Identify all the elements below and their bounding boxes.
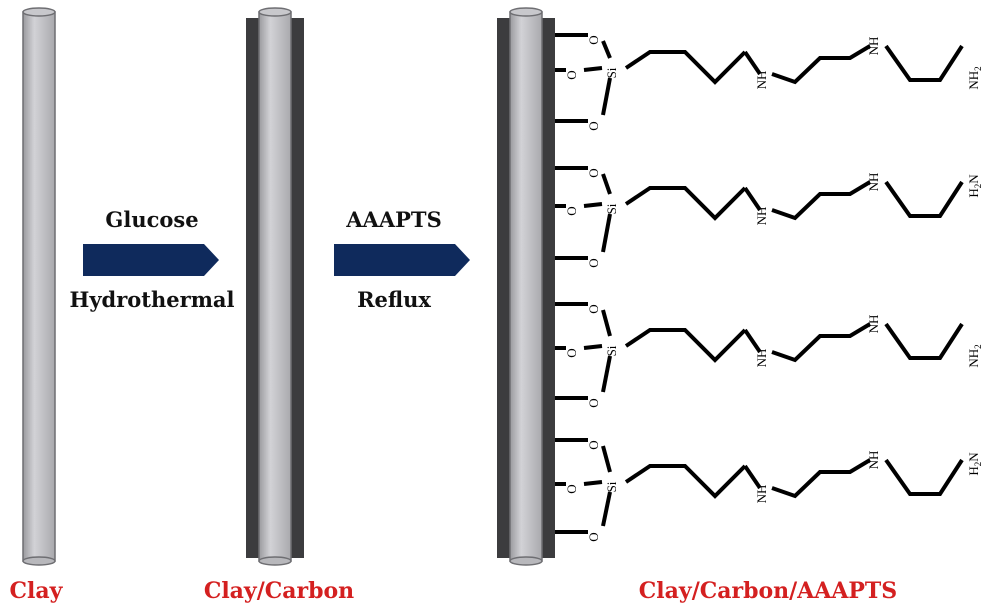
amine-atom: NH bbox=[754, 349, 769, 368]
oxygen-atom: O bbox=[564, 484, 579, 493]
stage-label-clay-carbon-aaapts: Clay/Carbon/AAAPTS bbox=[639, 578, 897, 604]
silicon-atom: Si bbox=[604, 345, 619, 356]
ethyl-chain bbox=[884, 458, 964, 496]
c-n-bond bbox=[743, 50, 762, 76]
propyl-chain bbox=[624, 328, 747, 363]
silane-chain-4: O O O Si NH NH H2N bbox=[555, 438, 983, 542]
o-si-bond bbox=[601, 213, 612, 253]
ethyl-chain bbox=[884, 322, 964, 360]
terminal-amine: H2N bbox=[966, 174, 983, 198]
c-n-bond bbox=[743, 186, 762, 212]
oxygen-atom: O bbox=[586, 440, 601, 449]
terminal-amine: NH2 bbox=[966, 66, 983, 89]
oxygen-atom: O bbox=[564, 348, 579, 357]
o-si-bond bbox=[601, 40, 612, 59]
ethyl-chain bbox=[771, 458, 872, 499]
oxygen-atom: O bbox=[586, 35, 601, 44]
oxygen-atom: O bbox=[564, 70, 579, 79]
clay-carbon-aaapts-rod bbox=[497, 7, 555, 566]
step-arrow-2 bbox=[334, 244, 470, 276]
step-2-reagent: AAAPTS bbox=[345, 207, 441, 232]
propyl-chain bbox=[624, 464, 747, 499]
step-1-reagent: Glucose bbox=[105, 207, 198, 232]
amine-atom: NH bbox=[754, 207, 769, 226]
ethyl-chain bbox=[884, 180, 964, 218]
o-si-bond bbox=[583, 66, 603, 72]
step-2-condition: Reflux bbox=[357, 287, 431, 312]
oxygen-atom: O bbox=[586, 168, 601, 177]
c-n-bond bbox=[743, 328, 762, 354]
terminal-amine: NH2 bbox=[966, 344, 983, 367]
stage-label-clay: Clay bbox=[10, 578, 64, 604]
ethyl-chain bbox=[771, 322, 872, 363]
oxygen-atom: O bbox=[586, 304, 601, 313]
amine-atom: NH bbox=[754, 485, 769, 504]
ethyl-chain bbox=[771, 44, 872, 85]
oxygen-atom: O bbox=[586, 398, 601, 407]
oxygen-atom: O bbox=[586, 258, 601, 267]
o-si-bond bbox=[583, 344, 603, 350]
o-si-bond bbox=[601, 355, 612, 393]
silicon-atom: Si bbox=[604, 203, 619, 214]
oxygen-atom: O bbox=[586, 121, 601, 130]
c-n-bond bbox=[743, 464, 762, 490]
ethyl-chain bbox=[884, 44, 964, 82]
step-1-condition: Hydrothermal bbox=[70, 287, 235, 312]
amine-atom: NH bbox=[866, 173, 881, 192]
clay-rod bbox=[22, 7, 56, 566]
silicon-atom: Si bbox=[604, 67, 619, 78]
silane-chain-1: O O O Si NH NH NH2 bbox=[555, 33, 983, 131]
amine-atom: NH bbox=[866, 315, 881, 334]
amine-atom: NH bbox=[866, 451, 881, 470]
o-si-bond bbox=[583, 202, 603, 208]
propyl-chain bbox=[624, 186, 747, 221]
oxygen-atom: O bbox=[564, 206, 579, 215]
o-si-bond bbox=[601, 309, 612, 337]
ethyl-chain bbox=[771, 180, 872, 221]
o-si-bond bbox=[601, 445, 612, 473]
oxygen-atom: O bbox=[586, 532, 601, 541]
propyl-chain bbox=[624, 50, 747, 85]
o-si-bond bbox=[583, 480, 603, 486]
o-si-bond bbox=[601, 491, 612, 527]
clay-carbon-rod bbox=[246, 7, 304, 566]
silane-chain-2: O O O Si NH NH H2N bbox=[555, 166, 983, 268]
terminal-amine: H2N bbox=[966, 452, 983, 476]
amine-atom: NH bbox=[754, 71, 769, 90]
step-arrow-1 bbox=[83, 244, 219, 276]
silane-chain-3: O O O Si NH NH NH2 bbox=[555, 302, 983, 408]
o-si-bond bbox=[601, 173, 612, 195]
stage-label-clay-carbon: Clay/Carbon bbox=[204, 578, 354, 604]
amine-atom: NH bbox=[866, 37, 881, 56]
silicon-atom: Si bbox=[604, 481, 619, 492]
o-si-bond bbox=[601, 77, 612, 116]
